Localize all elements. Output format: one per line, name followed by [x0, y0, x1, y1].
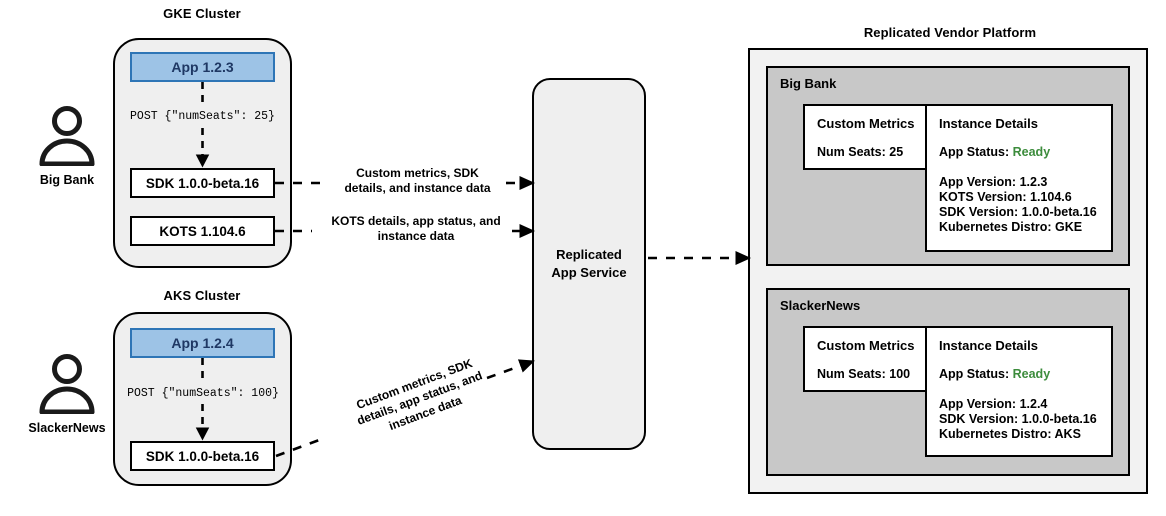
replicated-app-service-box[interactable]: Replicated App Service — [532, 78, 646, 450]
detail-line: SDK Version: 1.0.0-beta.16 — [939, 412, 1097, 426]
detail-line: Kubernetes Distro: GKE — [939, 220, 1083, 234]
aks-edge-label: Custom metrics, SDK details, app status,… — [323, 344, 517, 454]
detail-lines: App Version: 1.2.4 SDK Version: 1.0.0-be… — [939, 397, 1111, 441]
gke-kots-box[interactable]: KOTS 1.104.6 — [130, 216, 275, 246]
edge-label-line: KOTS details, app status, and — [331, 214, 501, 228]
app-status-label: App Status: — [939, 145, 1010, 159]
service-label-line: Replicated — [556, 247, 622, 263]
service-label: Replicated App Service — [551, 246, 626, 281]
gke-post-text: POST {"numSeats": 25} — [130, 110, 275, 123]
detail-line: KOTS Version: 1.104.6 — [939, 190, 1072, 204]
aks-post-text: POST {"numSeats": 100} — [127, 387, 279, 400]
aks-app-box[interactable]: App 1.2.4 — [130, 328, 275, 358]
detail-lines: App Version: 1.2.3 KOTS Version: 1.104.6… — [939, 175, 1111, 234]
custom-metrics-card-big-bank: Custom Metrics Num Seats: 25 — [803, 104, 934, 170]
persona-big-bank: Big Bank — [22, 104, 112, 187]
tenant-name: SlackerNews — [780, 298, 861, 313]
aks-sdk-box[interactable]: SDK 1.0.0-beta.16 — [130, 441, 275, 471]
instance-details-card-big-bank: Instance Details App Status: Ready App V… — [925, 104, 1113, 252]
edge-label-line: Custom metrics, SDK — [356, 166, 479, 180]
card-title: Custom Metrics — [817, 338, 915, 353]
service-label-line: App Service — [551, 265, 627, 280]
app-status-row: App Status: Ready — [939, 145, 1111, 159]
status-badge: Ready — [1012, 367, 1051, 381]
edge-label-line: instance data — [377, 229, 455, 244]
num-seats-value: Num Seats: 100 — [817, 367, 911, 381]
gke-sdk-box[interactable]: SDK 1.0.0-beta.16 — [130, 168, 275, 198]
app-status-row: App Status: Ready — [939, 367, 1111, 381]
detail-line: App Version: 1.2.3 — [939, 175, 1048, 189]
persona-label: SlackerNews — [28, 421, 106, 435]
persona-label: Big Bank — [39, 173, 95, 187]
detail-line: Kubernetes Distro: AKS — [939, 427, 1081, 441]
person-icon — [39, 106, 95, 167]
persona-slackernews: SlackerNews — [14, 352, 120, 435]
custom-metrics-card-slackernews: Custom Metrics Num Seats: 100 — [803, 326, 934, 392]
aks-cluster-title: AKS Cluster — [163, 288, 241, 303]
card-title: Instance Details — [939, 338, 1038, 353]
detail-line: App Version: 1.2.4 — [939, 397, 1048, 411]
status-badge: Ready — [1012, 145, 1051, 159]
card-title: Custom Metrics — [817, 116, 915, 131]
detail-line: SDK Version: 1.0.0-beta.16 — [939, 205, 1097, 219]
num-seats-value: Num Seats: 25 — [817, 145, 904, 159]
gke-sdk-edge-label: Custom metrics, SDK details, and instanc… — [330, 166, 505, 197]
edge-label-line: details, and instance data — [344, 181, 491, 196]
tenant-name: Big Bank — [780, 76, 837, 91]
app-status-label: App Status: — [939, 367, 1010, 381]
instance-details-card-slackernews: Instance Details App Status: Ready App V… — [925, 326, 1113, 457]
person-icon — [39, 354, 95, 415]
gke-cluster-title: GKE Cluster — [163, 6, 241, 21]
card-title: Instance Details — [939, 116, 1038, 131]
gke-app-box[interactable]: App 1.2.3 — [130, 52, 275, 82]
gke-kots-edge-label: KOTS details, app status, and instance d… — [316, 214, 516, 245]
platform-title: Replicated Vendor Platform — [863, 25, 1037, 40]
